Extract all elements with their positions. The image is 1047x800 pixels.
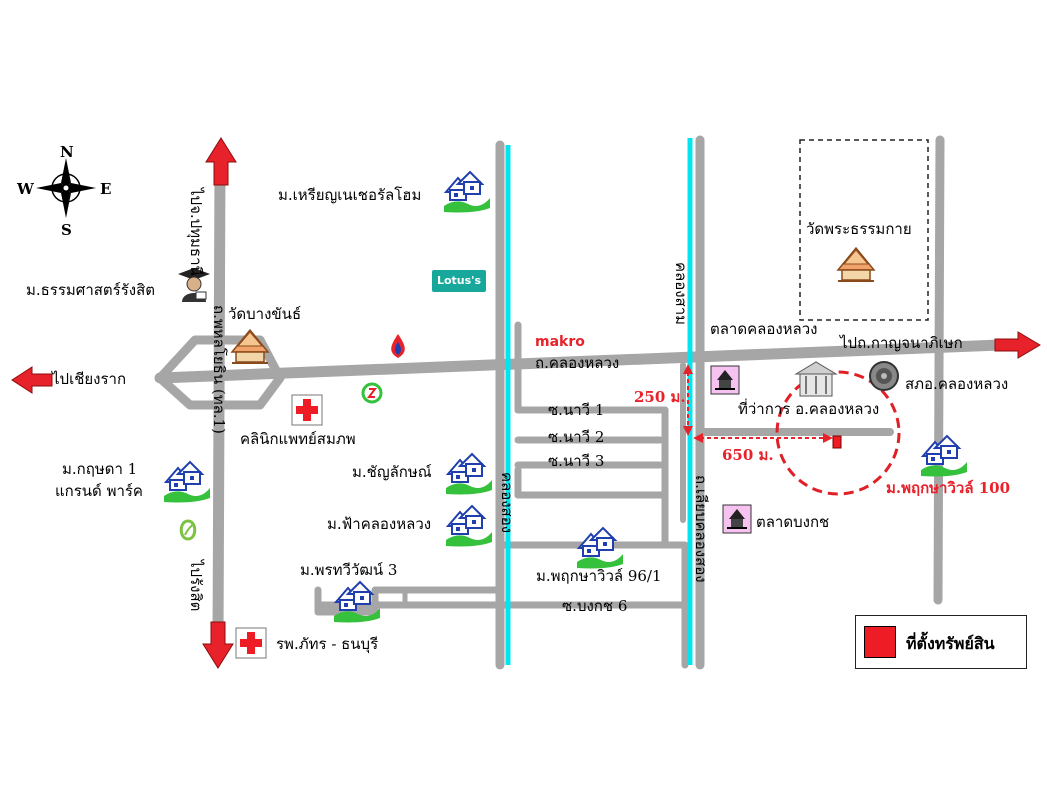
label-soi-nawi-3: ซ.นาวี 3 <box>548 452 605 470</box>
label-to-rangsit: ไปรังสิต <box>187 560 205 612</box>
label-to-kanchanaphisek: ไปถ.กาญจนาภิเษก <box>840 334 963 352</box>
house-icon-chanyalak <box>445 453 493 496</box>
legend-text: ที่ตั้งทรัพย์สิน <box>906 634 995 653</box>
legend: ที่ตั้งทรัพย์สิน <box>855 615 1027 669</box>
temple-icon-dhammakaya <box>837 247 875 282</box>
police-seal-icon <box>869 361 899 391</box>
label-soi-nawi-1: ซ.นาวี 1 <box>548 401 605 419</box>
dhammakaya-boundary <box>799 139 929 321</box>
label-wat-bangkhan: วัดบางขันธ์ <box>228 305 302 323</box>
label-chanyalak: ม.ชัญลักษณ์ <box>352 463 432 481</box>
label-phruksa-100: ม.พฤกษาวิวล์ 100 <box>886 479 1011 497</box>
house-icon-kritsada <box>163 461 211 504</box>
label-khlong-sam: คลองสาม <box>672 262 690 326</box>
makro-logo: makro <box>535 334 585 350</box>
legend-swatch <box>864 626 896 658</box>
label-to-pathum: ไปจ.ปทุมธานี <box>187 188 205 276</box>
roads <box>154 135 1006 670</box>
property-marker <box>832 435 842 449</box>
hospital-cross-icon <box>235 627 267 659</box>
compass-south-label: S <box>61 221 72 239</box>
lotus-logo: Lotus's <box>432 270 486 292</box>
label-district-office: ที่ว่าการ อ.คลองหลวง <box>738 400 880 418</box>
label-phonthawiwat: ม.พรทวีวัฒน์ 3 <box>300 561 398 579</box>
label-hospital: รพ.ภัทร - ธนบุรี <box>276 635 379 653</box>
label-market-khlongluang: ตลาดคลองหลวง <box>710 320 818 338</box>
house-icon-fa <box>445 505 493 548</box>
label-soi-nawi-2: ซ.นาวี 2 <box>548 428 605 446</box>
market-icon-khlongluang <box>710 365 740 395</box>
label-rian-nesarhome: ม.เหรียญเนเชอรัลโฮม <box>278 186 422 204</box>
gas-station-icon <box>391 334 405 358</box>
label-distance-650: 650 ม. <box>722 446 774 464</box>
direction-arrows <box>11 137 1041 669</box>
label-fa-khlongluang: ม.ฟ้าคลองหลวง <box>327 515 432 533</box>
gas-station-bangchak-icon <box>179 519 197 541</box>
government-building-icon <box>794 361 838 397</box>
label-clinic: คลินิกแพทย์สมภพ <box>240 430 356 448</box>
label-grand-park: แกรนด์ พาร์ค <box>55 482 143 500</box>
clinic-cross-icon <box>291 394 323 426</box>
label-khlong-song-road: ถ.เลียบคลองสอง <box>692 475 710 583</box>
distance-lines <box>687 372 826 439</box>
label-to-chiangrak: ไปเชียงราก <box>52 370 127 388</box>
label-phahon-road: ถ.พหลโยธิน (ทล.1) <box>210 305 228 434</box>
temple-icon-bangkhan <box>231 329 269 364</box>
label-wat-dhammakaya: วัดพระธรรมกาย <box>806 220 912 238</box>
label-thammasat: ม.ธรรมศาสตร์รังสิต <box>26 281 155 299</box>
label-market-bongkot: ตลาดบงกช <box>756 513 830 531</box>
label-distance-250: 250 ม. <box>634 388 686 406</box>
property-radius <box>775 370 901 496</box>
canals <box>505 138 693 665</box>
pharmacy-icon <box>361 382 383 404</box>
compass-north-label: N <box>60 143 74 161</box>
house-icon-rian <box>443 171 491 214</box>
compass-west-label: W <box>17 180 34 198</box>
market-icon-bongkot <box>722 504 752 534</box>
house-icon-phruksa100 <box>920 435 968 478</box>
label-kritsada: ม.กฤษดา 1 <box>62 460 138 478</box>
label-soi-bongkot-6: ซ.บงกช 6 <box>562 597 628 615</box>
label-khlong-song: คลองสอง <box>498 472 516 534</box>
compass-east-label: E <box>100 180 112 198</box>
label-phruksa-96-1: ม.พฤกษาวิวล์ 96/1 <box>536 567 662 585</box>
label-khlong-luang-road: ถ.คลองหลวง <box>535 354 620 372</box>
label-sao-khlongluang: สภอ.คลองหลวง <box>905 375 1009 393</box>
compass-icon <box>36 158 96 218</box>
graduate-icon <box>178 268 210 302</box>
